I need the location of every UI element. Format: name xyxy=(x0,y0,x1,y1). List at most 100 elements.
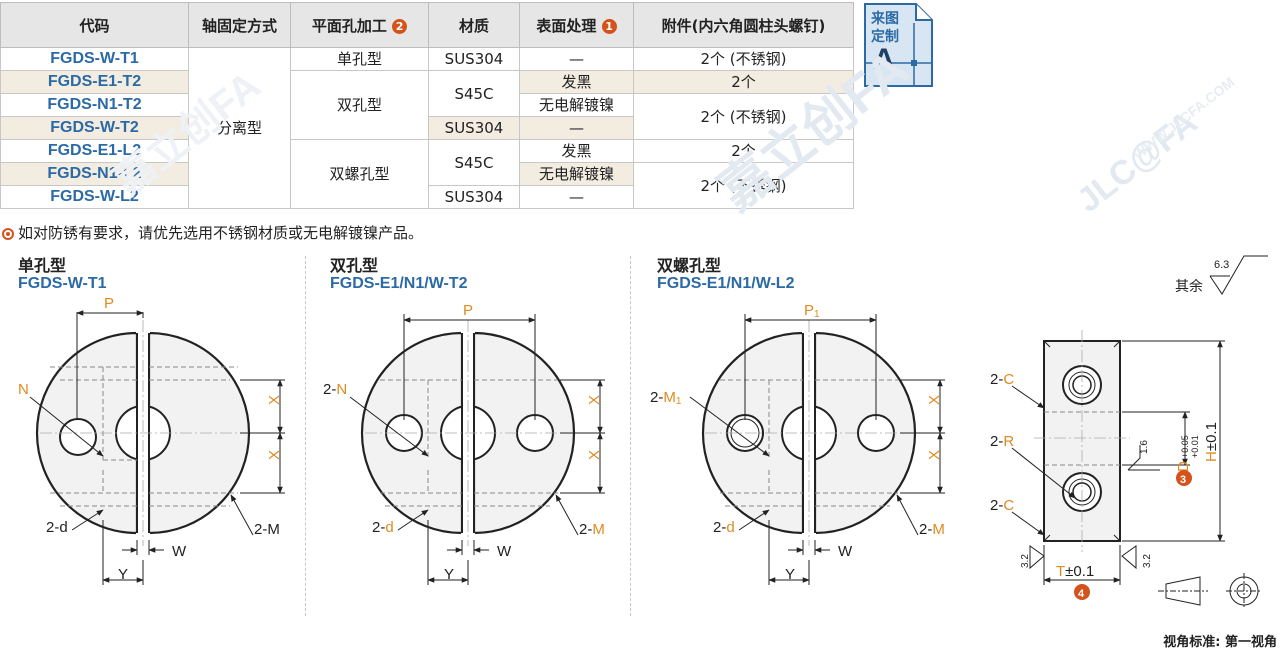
surface-cell: — xyxy=(519,47,634,71)
surface-cell: 无电解镀镍 xyxy=(519,93,634,117)
code-cell: FGDS-E1-T2 xyxy=(0,70,189,94)
code-cell: FGDS-W-L2 xyxy=(0,185,189,209)
section-code-threaded: FGDS-E1/N1/W-L2 xyxy=(657,275,795,292)
section-title-single: 单孔型 xyxy=(18,256,67,275)
surface-cell: — xyxy=(519,185,634,209)
dim-p: P xyxy=(463,302,473,319)
table-row: FGDS-W-L2 SUS304 — xyxy=(0,185,854,209)
dim-n: N xyxy=(18,381,29,398)
hole-cell: 单孔型 xyxy=(290,47,429,71)
code-cell: FGDS-W-T1 xyxy=(0,47,189,71)
roughness-63: 6.3 xyxy=(1214,259,1229,271)
table-row: FGDS-N1-T2 无电解镀镍 2个 (不锈钢) xyxy=(0,93,854,140)
dim-2c: 2-C xyxy=(990,371,1014,388)
table-row: FGDS-W-T2 SUS304 — xyxy=(0,116,854,140)
material-cell: SUS304 xyxy=(428,185,520,209)
section-code-double: FGDS-E1/N1/W-T2 xyxy=(330,275,468,292)
section-divider xyxy=(305,256,306,616)
section-code-single: FGDS-W-T1 xyxy=(18,275,107,292)
hole-cell: 双孔型 xyxy=(290,70,429,140)
shaft-fix-cell: 分离型 xyxy=(188,47,291,209)
dim-d: D xyxy=(1175,461,1192,472)
dim-x: X xyxy=(586,395,603,405)
roughness-16: 1.6 xyxy=(1139,440,1150,454)
custom-order-badge[interactable]: 来图 定制 A xyxy=(864,3,934,87)
header-accessory: 附件(内六角圆柱头螺钉) xyxy=(633,2,854,48)
dim-2m: 2-M xyxy=(579,521,605,538)
dim-2m: 2-M xyxy=(254,521,280,538)
badge-3-icon xyxy=(1176,470,1192,486)
dim-x: X xyxy=(266,450,283,460)
dim-x: X xyxy=(926,450,943,460)
hole-cell: 双螺孔型 xyxy=(290,139,429,209)
table-row: FGDS-W-T1 分离型 单孔型 SUS304 — 2个 (不锈钢) xyxy=(0,47,854,209)
dim-2m1: 2-M1 xyxy=(650,389,682,407)
material-cell: S45C xyxy=(428,139,520,186)
badge-line1: 来图 xyxy=(871,11,899,27)
accessory-cell: 2个 xyxy=(633,139,854,163)
header-shaft-fix: 轴固定方式 xyxy=(188,2,291,48)
dim-y: Y xyxy=(785,566,795,583)
drawing-side-view: 其余 6.3 2-C xyxy=(990,255,1268,609)
dim-y: Y xyxy=(118,566,128,583)
accessory-cell: 2个 (不锈钢) xyxy=(633,93,854,140)
surface-cell: — xyxy=(519,116,634,140)
technical-drawing: P N X X 2-d 2-M W Y xyxy=(18,255,1268,609)
dim-y: Y xyxy=(444,566,454,583)
document-icon xyxy=(864,3,933,87)
dim-t: T±0.1 xyxy=(1056,563,1094,580)
section-title-double: 双孔型 xyxy=(330,256,379,275)
dim-d-tol-low: +0.01 xyxy=(1190,435,1200,458)
drawing-single-hole: P N X X 2-d 2-M W Y xyxy=(18,295,285,585)
first-angle-projection-icon xyxy=(1158,573,1262,609)
accessory-cell: 2个 (不锈钢) xyxy=(633,162,854,209)
rust-note: 如对防锈有要求，请优先选用不锈钢材质或无电解镀镍产品。 xyxy=(2,222,423,243)
dim-2d: 2-d xyxy=(713,519,735,536)
dim-w: W xyxy=(172,543,187,560)
table-header-row: 代码 轴固定方式 平面孔加工 2 材质 表面处理 1 附件(内六角圆柱头螺钉) xyxy=(0,2,854,48)
header-material: 材质 xyxy=(428,2,520,48)
dim-2c: 2-C xyxy=(990,497,1014,514)
dim-2d: 2-d xyxy=(46,519,68,536)
drawing-double-hole: P 2-N X X 2-d 2-M W Y xyxy=(323,302,605,585)
badge-letter: A xyxy=(873,43,895,76)
badge-4-icon xyxy=(1074,584,1090,600)
roughness-other-label: 其余 xyxy=(1175,278,1203,294)
table-row: FGDS-E1-L2 双螺孔型 S45C 发黑 2个 xyxy=(0,139,854,209)
dim-p: P xyxy=(104,295,114,312)
dim-p1: P1 xyxy=(804,302,820,320)
dim-2r: 2-R xyxy=(990,433,1014,450)
header-hole: 平面孔加工 2 xyxy=(290,2,429,48)
dim-2n: 2-N xyxy=(323,381,347,398)
badge-4-label: 4 xyxy=(1078,588,1085,600)
spec-table: 代码 轴固定方式 平面孔加工 2 材质 表面处理 1 附件(内六角圆柱头螺钉) … xyxy=(0,2,854,209)
header-surface-badge: 1 xyxy=(601,18,617,34)
material-cell: SUS304 xyxy=(428,116,520,140)
dim-x: X xyxy=(926,395,943,405)
surface-cell: 发黑 xyxy=(519,139,634,163)
section-title-threaded: 双螺孔型 xyxy=(657,256,722,275)
dim-d-tol-up: +0.05 xyxy=(1180,435,1190,458)
header-hole-label: 平面孔加工 xyxy=(311,16,387,35)
accessory-cell: 2个 (不锈钢) xyxy=(633,47,854,71)
material-cell: S45C xyxy=(428,70,520,117)
dim-2m: 2-M xyxy=(919,521,945,538)
header-code: 代码 xyxy=(0,2,189,48)
roughness-32-left: 3.2 xyxy=(1020,554,1031,568)
dim-2d: 2-d xyxy=(372,519,394,536)
header-surface-label: 表面处理 xyxy=(536,16,597,35)
dim-x: X xyxy=(266,395,283,405)
section-divider xyxy=(630,256,631,616)
badge-line2: 定制 xyxy=(871,29,899,45)
dim-h: H±0.1 xyxy=(1203,422,1220,462)
dim-w: W xyxy=(838,543,853,560)
note-bullet-icon xyxy=(2,228,14,240)
header-hole-badge: 2 xyxy=(392,18,408,34)
drawing-threaded-hole: P1 2-M1 X X 2-d 2-M W Y xyxy=(650,302,945,585)
table-row: FGDS-E1-T2 双孔型 S45C 发黑 2个 xyxy=(0,70,854,140)
surface-cell: 发黑 xyxy=(519,70,634,94)
dim-x: X xyxy=(586,450,603,460)
note-text: 如对防锈有要求，请优先选用不锈钢材质或无电解镀镍产品。 xyxy=(18,224,424,242)
material-cell: SUS304 xyxy=(428,47,520,71)
badge-3-label: 3 xyxy=(1180,474,1186,486)
